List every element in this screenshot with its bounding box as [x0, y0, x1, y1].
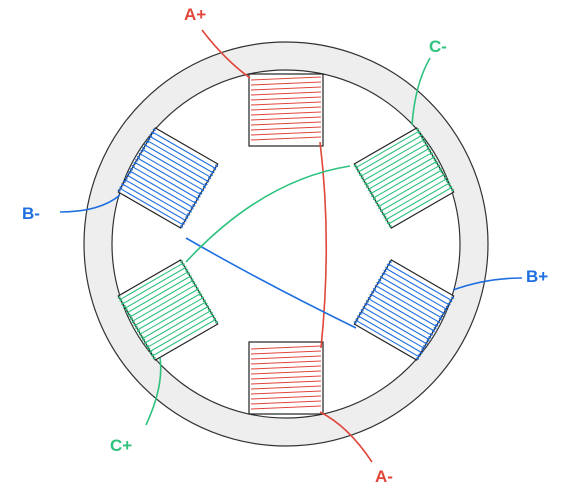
coil-a-bottom [251, 345, 321, 410]
label-c-minus: C- [429, 37, 447, 56]
coil-a-top [251, 76, 321, 141]
label-a-plus: A+ [184, 5, 206, 24]
coil-c-lower-left [117, 260, 219, 360]
wire-phase-c [145, 57, 431, 426]
pole-cores [117, 73, 455, 415]
label-b-minus: B- [22, 204, 40, 223]
coil-b-upper-left [117, 128, 219, 228]
label-a-minus: A- [375, 467, 393, 486]
wire-phase-b [59, 194, 523, 329]
label-c-plus: C+ [110, 436, 132, 455]
label-b-plus: B+ [526, 267, 548, 286]
wire-phase-a [201, 29, 373, 463]
